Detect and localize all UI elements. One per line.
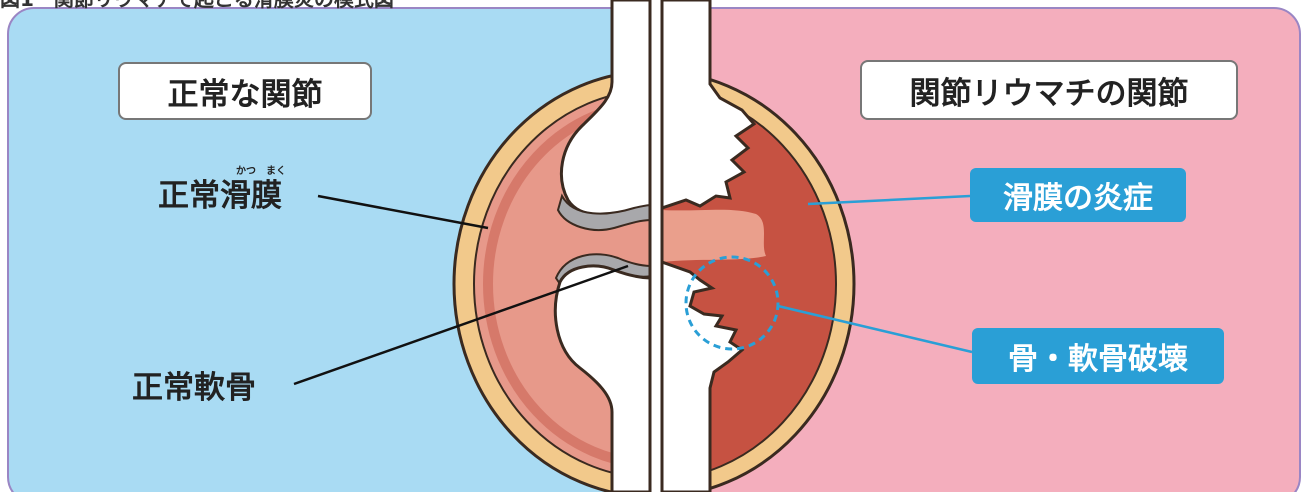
synovium-ruby: かつ まく xyxy=(236,166,286,178)
normal-cartilage-label: 正常軟骨 xyxy=(132,370,256,406)
normal-joint-heading: 正常な関節 xyxy=(118,62,372,120)
figure-title: 図1 関節リウマチで起こる滑膜炎の模式図 xyxy=(0,0,394,10)
ra-joint-heading: 関節リウマチの関節 xyxy=(860,60,1238,120)
center-divider xyxy=(650,0,662,492)
bone-destruction-label: 骨・軟骨破壊 xyxy=(972,328,1224,384)
synovitis-label: 滑膜の炎症 xyxy=(970,168,1186,222)
normal-synovium-label: 正常滑膜 xyxy=(158,178,282,214)
